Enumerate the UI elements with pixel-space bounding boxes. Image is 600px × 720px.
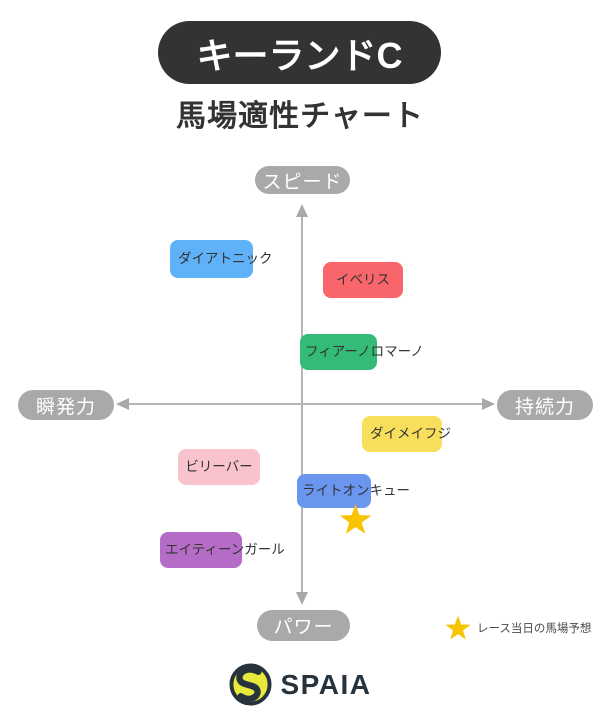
race-title-pill: キーランドC	[158, 21, 441, 84]
horse-label-iberis: イベリス	[323, 262, 403, 298]
arrow-left-icon	[116, 398, 129, 410]
arrow-down-icon	[296, 592, 308, 605]
brand-name: SPAIA	[280, 668, 372, 700]
legend: レース当日の馬場予想	[444, 614, 591, 642]
axis-label-power: パワー	[257, 610, 350, 641]
axis-label-speed: スピード	[255, 166, 350, 194]
horse-label-fiano-romano: フィアーノロマーノ	[300, 334, 424, 370]
horse-label-eighteen-girl: エイティーンガール	[160, 532, 285, 568]
horse-label-diatonic: ダイアトニック	[170, 240, 273, 278]
legend-star-icon	[445, 615, 471, 640]
horse-label-right-on-cue: ライトオンキュー	[297, 474, 410, 508]
axis-label-burst: 瞬発力	[18, 390, 114, 420]
arrow-right-icon	[482, 398, 495, 410]
horse-label-believer: ビリーバー	[178, 449, 260, 485]
brand-footer: SPAIA	[0, 663, 600, 706]
race-title: キーランドC	[196, 34, 403, 76]
spaia-logo-icon	[228, 663, 272, 706]
arrow-up-icon	[296, 204, 308, 217]
horse-label-daimei-fuji: ダイメイフジ	[362, 416, 451, 452]
chart-subtitle: 馬場適性チャート	[176, 100, 424, 133]
legend-label: レース当日の馬場予想	[477, 623, 592, 635]
prediction-star-icon	[339, 504, 372, 534]
axis-label-stamina: 持続力	[497, 390, 593, 420]
